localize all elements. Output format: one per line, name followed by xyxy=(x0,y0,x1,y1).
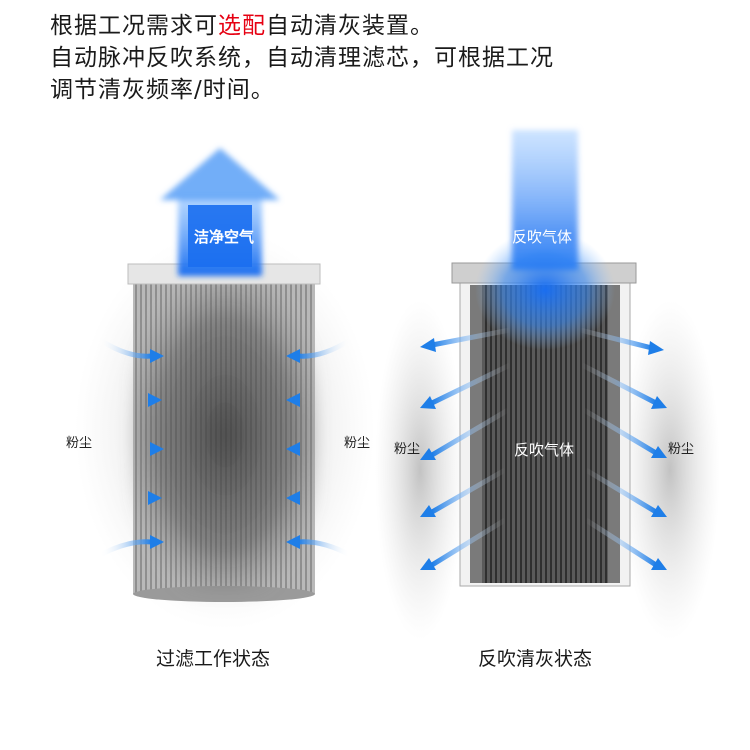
outflow-arrow xyxy=(582,407,667,458)
left-filter-group xyxy=(75,148,375,630)
intro-line-2: 自动脉冲反吹系统，自动清理滤芯，可根据工况 xyxy=(50,45,554,71)
inflow-arrow xyxy=(286,442,332,456)
inflow-arrow xyxy=(98,535,164,558)
right-dust-label-right: 粉尘 xyxy=(668,442,695,457)
left-dust-cake xyxy=(130,275,320,595)
right-dust-right xyxy=(620,300,720,640)
inflow-arrow xyxy=(286,535,352,558)
clean-air-label: 洁净空气 xyxy=(194,228,255,246)
left-caption: 过滤工作状态 xyxy=(156,648,271,670)
right-filter-edge-left xyxy=(470,285,482,583)
intro-line-1: 根据工况需求可选配自动清灰装置。 xyxy=(50,10,554,42)
intro-highlight: 选配 xyxy=(218,13,266,39)
outflow-arrow xyxy=(420,407,510,460)
right-filter-edge-right xyxy=(608,285,620,583)
intro-text: 根据工况需求可选配自动清灰装置。 自动脉冲反吹系统，自动清理滤芯，可根据工况 调… xyxy=(50,10,554,106)
reverse-blow-label-center: 反吹气体 xyxy=(514,441,575,459)
reverse-blow-label-top: 反吹气体 xyxy=(512,228,573,246)
left-dust-label-right: 粉尘 xyxy=(344,436,371,451)
inflow-arrow xyxy=(98,491,162,505)
outflow-arrow xyxy=(584,467,667,517)
left-dust-label-left: 粉尘 xyxy=(66,436,93,451)
inflow-arrow xyxy=(98,337,164,363)
inflow-arrow xyxy=(286,393,340,407)
intro-line-1-prefix: 根据工况需求可 xyxy=(50,13,218,39)
clean-air-arrow-core xyxy=(188,205,252,267)
inflow-arrow xyxy=(286,491,350,505)
right-caption: 反吹清灰状态 xyxy=(478,648,593,670)
inflow-arrow xyxy=(286,337,352,363)
intro-line-1-suffix: 自动清灰装置。 xyxy=(266,13,434,39)
outflow-arrow xyxy=(420,327,511,352)
inflow-arrow xyxy=(108,393,162,407)
right-outflow-arrows xyxy=(420,327,667,570)
outflow-arrow xyxy=(420,362,512,409)
outflow-arrow xyxy=(420,517,507,570)
outflow-arrow xyxy=(420,467,507,517)
right-filter-group xyxy=(375,130,720,640)
left-inflow-arrows xyxy=(98,337,352,558)
outflow-arrow xyxy=(584,517,667,570)
outflow-arrow xyxy=(580,362,667,409)
right-dust-label-left: 粉尘 xyxy=(394,442,421,457)
right-dust-left xyxy=(375,300,465,640)
inflow-arrow xyxy=(118,442,164,456)
reverse-blow-glow xyxy=(475,230,615,350)
intro-line-3: 调节清灰频率/时间。 xyxy=(50,77,275,103)
outflow-arrow xyxy=(579,327,664,355)
